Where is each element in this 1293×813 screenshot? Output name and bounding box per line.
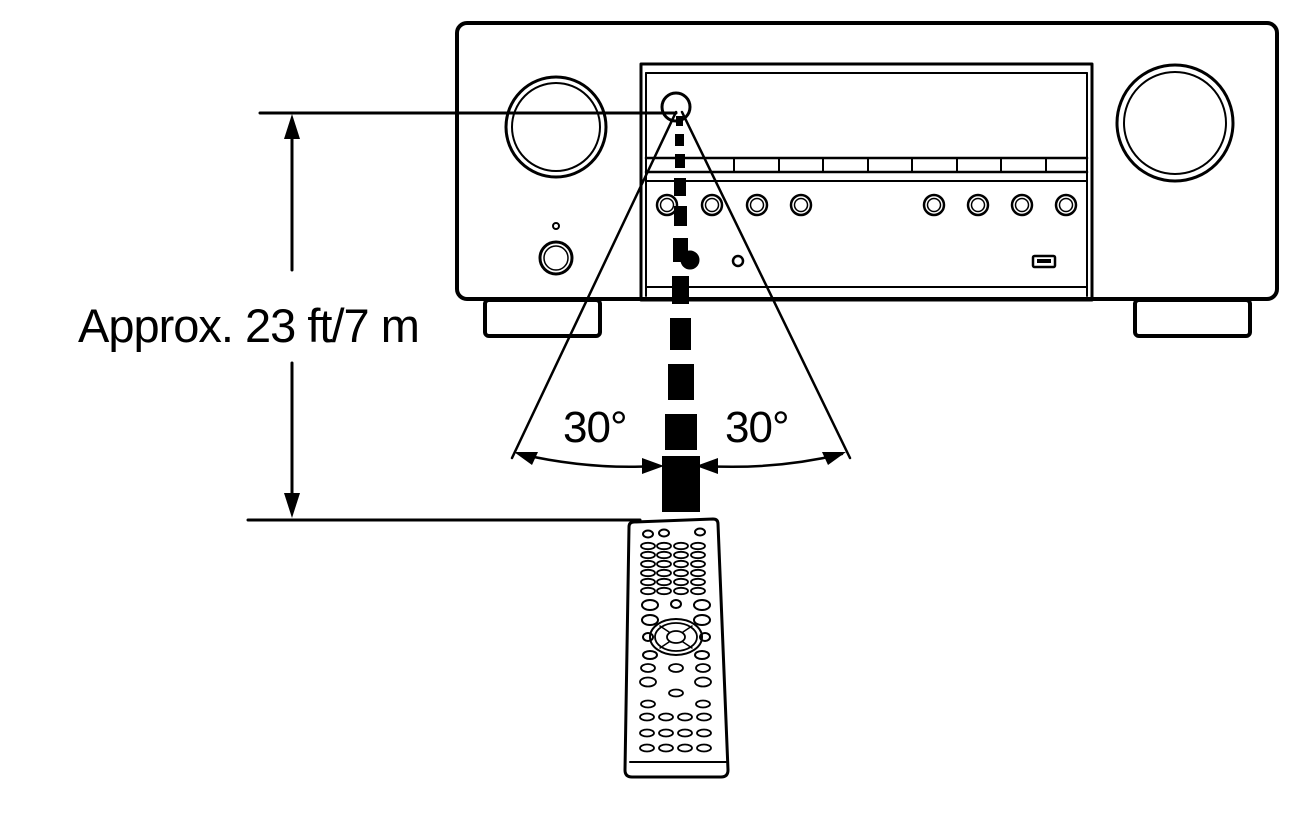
front-panel-button-strip (733, 157, 1047, 173)
remote-function-buttons (639, 663, 712, 753)
angle-arrow-left-outer (514, 452, 538, 465)
angle-arrow-right-outer (822, 452, 846, 465)
distance-label: Approx. 23 ft/7 m (78, 296, 420, 355)
ir-beam (662, 116, 700, 512)
angle-arc-right (702, 452, 844, 469)
cone-right-boundary (680, 110, 852, 460)
center-panel (639, 62, 1094, 302)
front-panel-buttons (655, 193, 1078, 217)
input-selector-knob (504, 75, 608, 179)
remote-navigation-pad (649, 618, 703, 656)
angle-right-label: 30° (725, 403, 790, 452)
angle-left-label: 30° (563, 403, 628, 452)
av-receiver (455, 21, 1279, 338)
distance-arrow-top (284, 114, 300, 139)
volume-knob (1115, 63, 1235, 183)
angle-arrow-left-inner (642, 458, 664, 474)
power-indicator (552, 222, 560, 230)
remote-control (623, 517, 730, 779)
range-geometry (246, 110, 852, 522)
receiver-foot-right (1133, 298, 1252, 338)
distance-arrow-bottom (284, 493, 300, 518)
power-button (538, 240, 574, 276)
remote-body (623, 517, 730, 779)
remote-input-buttons (640, 541, 706, 596)
angle-arc-left (518, 452, 658, 469)
receiver-foot-left (483, 298, 602, 338)
usb-port (1031, 254, 1057, 269)
cone-left-boundary (510, 110, 678, 460)
angle-arrow-right-inner (696, 458, 718, 474)
setup-mic-jack (731, 254, 745, 268)
